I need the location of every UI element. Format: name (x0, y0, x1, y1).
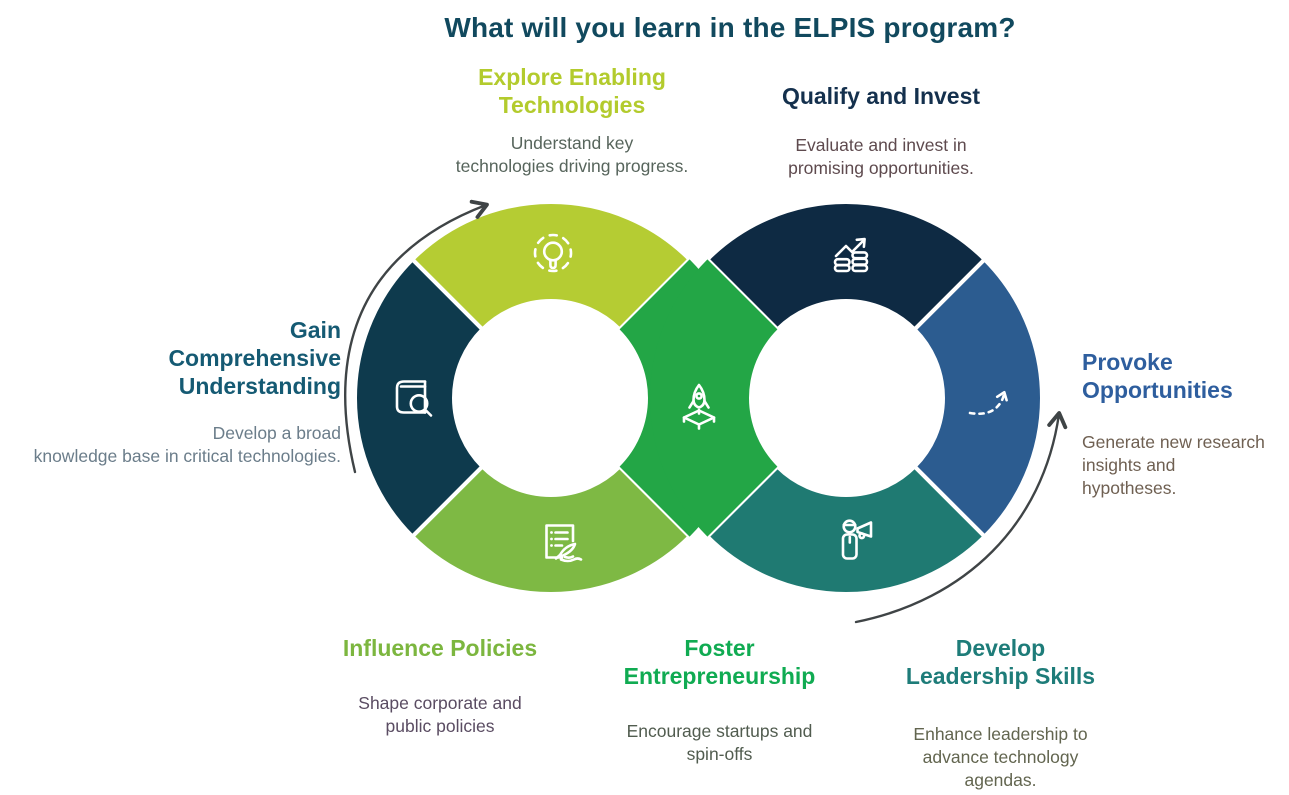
label-foster-entrepreneurship: Foster Entrepreneurship Encourage startu… (577, 634, 862, 766)
book-search-icon (395, 380, 433, 417)
influence-heading: Influence Policies (342, 635, 538, 661)
develop-heading: Develop Leadership Skills (905, 635, 1096, 690)
gain-description: Develop a broad knowledge base in critic… (33, 423, 341, 467)
segment-icons (395, 233, 1008, 563)
explore-heading: Explore Enabling Technologies (478, 64, 666, 119)
provoke-description: Generate new research insights and hypot… (1082, 432, 1265, 499)
rocket-launch-icon (682, 383, 716, 430)
develop-description: Enhance leadership to advance technology… (913, 724, 1088, 791)
flow-arrows (344, 199, 1068, 624)
label-qualify-and-invest: Qualify and Invest Evaluate and invest i… (716, 82, 1046, 180)
flow-arrow-lower-right (854, 411, 1068, 624)
influence-description: Shape corporate and public policies (358, 693, 522, 737)
segment-gain-comprehensive-understanding (353, 257, 485, 539)
flow-arrow-upper-left (344, 199, 489, 474)
page-title: What will you learn in the ELPIS program… (444, 12, 1016, 43)
qualify-description: Evaluate and invest in promising opportu… (788, 135, 974, 179)
policy-writing-icon (545, 524, 583, 563)
label-gain-comprehensive-understanding: Gain Comprehensive Understanding Develop… (10, 316, 341, 468)
provoke-heading: Provoke Opportunities (1082, 349, 1233, 404)
qualify-heading: Qualify and Invest (781, 83, 981, 109)
label-provoke-opportunities: Provoke Opportunities Generate new resea… (1082, 348, 1287, 500)
segment-influence-policies (410, 464, 692, 596)
segment-foster-entrepreneurship-right-overlay (649, 259, 778, 537)
leader-megaphone-icon (841, 519, 873, 560)
segment-provoke-opportunities (912, 257, 1044, 539)
label-influence-policies: Influence Policies Shape corporate and p… (285, 634, 595, 738)
foster-heading: Foster Entrepreneurship (623, 635, 816, 690)
dashed-progress-arrow-icon (968, 390, 1008, 416)
explore-description: Understand key technologies driving prog… (455, 133, 689, 177)
gear-lightbulb-icon (533, 233, 573, 273)
label-develop-leadership-skills: Develop Leadership Skills Enhance leader… (863, 634, 1138, 792)
label-explore-enabling-technologies: Explore Enabling Technologies Understand… (402, 63, 742, 178)
gain-heading: Gain Comprehensive Understanding (168, 317, 341, 400)
investment-growth-icon (833, 237, 869, 273)
foster-description: Encourage startups and spin-offs (626, 721, 813, 765)
